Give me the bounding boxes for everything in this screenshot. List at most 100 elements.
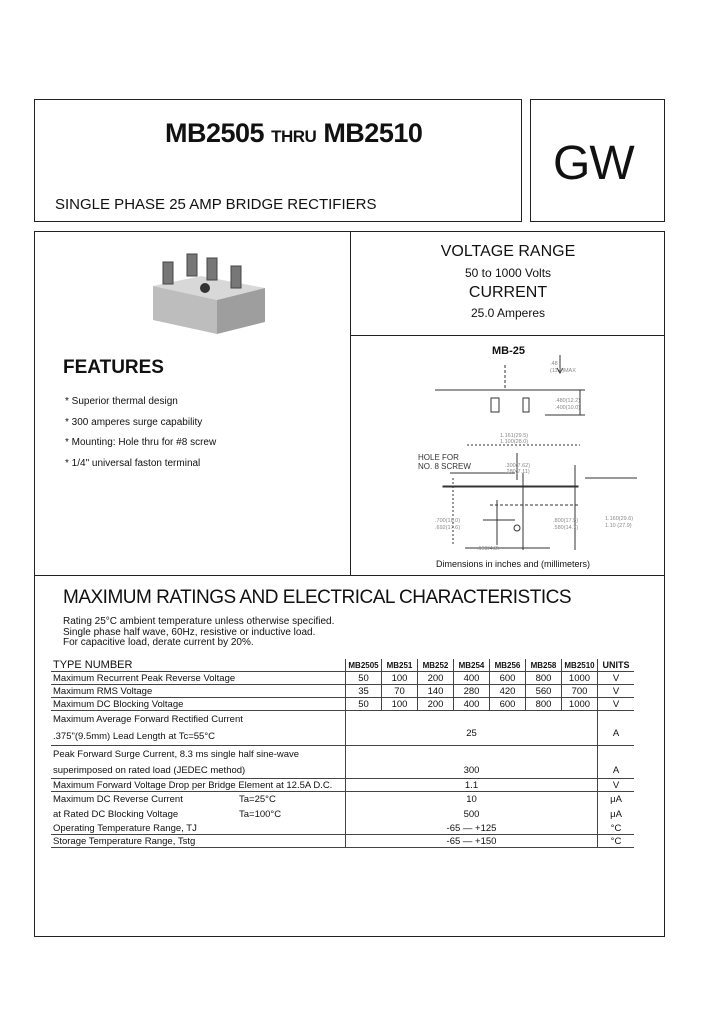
col-mb252: MB252 xyxy=(417,659,454,672)
ir-label-1: Maximum DC Reverse Current xyxy=(53,794,183,805)
row-label: Operating Temperature Range, TJ xyxy=(51,822,346,835)
current-title: CURRENT xyxy=(468,284,548,301)
cell-unit: V xyxy=(597,671,634,685)
cell-value: 1000 xyxy=(561,671,598,685)
svg-text:(11.9)MAX: (11.9)MAX xyxy=(550,368,576,374)
cell-value: 400 xyxy=(453,671,490,685)
table-row: Maximum Recurrent Peak Reverse Voltage 5… xyxy=(51,671,634,685)
svg-text:.48: .48 xyxy=(550,361,558,367)
feature-item: * Mounting: Hole thru for #8 screw xyxy=(65,437,217,448)
cell-blank xyxy=(597,710,634,728)
vertical-divider xyxy=(350,232,351,575)
col-mb254: MB254 xyxy=(453,659,490,672)
row-label: Peak Forward Surge Current, 8.3 ms singl… xyxy=(53,749,300,760)
row-label: superimposed on rated load (JEDEC method… xyxy=(51,763,346,779)
dimensions-note: Dimensions in inches and (millimeters) xyxy=(436,559,591,569)
part-to: MB2510 xyxy=(323,118,423,148)
part-from: MB2505 xyxy=(165,118,265,148)
ir-condition-1: Ta=25°C xyxy=(239,794,276,805)
svg-text:.700(18.0): .700(18.0) xyxy=(435,518,460,524)
spec-divider xyxy=(350,335,665,336)
cell-unit: V xyxy=(597,697,634,711)
feature-item: * Superior thermal design xyxy=(65,396,178,407)
voltage-range-title: VOLTAGE RANGE xyxy=(440,243,576,260)
table-row: Maximum RMS Voltage 35 70 140 280 420 56… xyxy=(51,684,634,698)
cell-value: 50 xyxy=(345,671,382,685)
feature-item: * 1/4" universal faston terminal xyxy=(65,458,201,469)
hole-label-line2: NO. 8 SCREW xyxy=(418,462,471,471)
col-mb251: MB251 xyxy=(381,659,418,672)
ir-label-2: at Rated DC Blocking Voltage xyxy=(53,809,179,820)
cell-value: 280 xyxy=(453,684,490,698)
cell-unit: μA xyxy=(597,791,634,807)
row-label: Maximum Recurrent Peak Reverse Voltage xyxy=(51,671,346,685)
table-row: Maximum DC Blocking Voltage 50 100 200 4… xyxy=(51,697,634,711)
row-label: Maximum DC Blocking Voltage xyxy=(51,697,346,711)
features-title: FEATURES xyxy=(63,357,164,378)
svg-text:1.100(28.0): 1.100(28.0) xyxy=(500,439,528,445)
cell-unit: V xyxy=(597,778,634,792)
logo-box: GW xyxy=(530,99,665,222)
svg-text:1.160(29.6): 1.160(29.6) xyxy=(605,516,633,522)
ratings-title: MAXIMUM RATINGS AND ELECTRICAL CHARACTER… xyxy=(63,587,572,608)
cell-value: 10 xyxy=(345,791,598,807)
ratings-table: TYPE NUMBER MB2505 MB251 MB252 MB254 MB2… xyxy=(51,659,634,848)
cell-blank xyxy=(345,710,598,728)
svg-text:1.161(29.5): 1.161(29.5) xyxy=(500,433,528,439)
cell-value: 140 xyxy=(417,684,454,698)
header-box: MB2505 THRU MB2510 SINGLE PHASE 25 AMP B… xyxy=(34,99,522,222)
col-mb258: MB258 xyxy=(525,659,562,672)
svg-text:.580(14.7): .580(14.7) xyxy=(553,525,578,531)
col-mb256: MB256 xyxy=(489,659,526,672)
col-mb2510: MB2510 xyxy=(561,659,598,672)
svg-text:.190(4.8): .190(4.8) xyxy=(477,546,499,550)
section-divider xyxy=(35,575,665,576)
table-row: Peak Forward Surge Current, 8.3 ms singl… xyxy=(51,745,634,763)
cell-value: 200 xyxy=(417,697,454,711)
table-row: Storage Temperature Range, Tstg -65 — +1… xyxy=(51,834,634,848)
cell-value: 25 xyxy=(345,728,598,746)
table-row: Maximum DC Reverse Current Ta=25°C 10 μA xyxy=(51,791,634,807)
svg-text:.280(7.11): .280(7.11) xyxy=(505,469,530,475)
hole-label-line1: HOLE FOR xyxy=(418,453,459,462)
col-mb2505: MB2505 xyxy=(345,659,382,672)
table-row: Operating Temperature Range, TJ -65 — +1… xyxy=(51,822,634,835)
cell-value: 70 xyxy=(381,684,418,698)
table-row: superimposed on rated load (JEDEC method… xyxy=(51,763,634,779)
svg-text:.800(17.5): .800(17.5) xyxy=(553,518,578,524)
cell-value: 200 xyxy=(417,671,454,685)
cell-value: 500 xyxy=(345,807,598,822)
current-value: 25.0 Amperes xyxy=(470,306,546,320)
table-row: at Rated DC Blocking Voltage Ta=100°C 50… xyxy=(51,807,634,822)
cell-value: 50 xyxy=(345,697,382,711)
cell-unit: °C xyxy=(597,822,634,835)
cell-value: 600 xyxy=(489,697,526,711)
table-row: Maximum Forward Voltage Drop per Bridge … xyxy=(51,778,634,792)
outline-drawing: .48 (11.9)MAX .480(12.2) .400(10.0) 1.16… xyxy=(435,355,637,550)
cell-value: 1000 xyxy=(561,697,598,711)
page-title: MB2505 THRU MB2510 xyxy=(165,118,423,149)
voltage-range-value: 50 to 1000 Volts xyxy=(464,266,552,280)
svg-text:.300(7.62): .300(7.62) xyxy=(505,463,530,469)
row-label: Storage Temperature Range, Tstg xyxy=(51,834,346,848)
cell-value: 600 xyxy=(489,671,526,685)
row-label: Maximum Average Forward Rectified Curren… xyxy=(53,714,243,725)
cell-value: 700 xyxy=(561,684,598,698)
table-row: Maximum Average Forward Rectified Curren… xyxy=(51,710,634,728)
cell-unit: V xyxy=(597,684,634,698)
cell-value: -65 — +125 xyxy=(345,822,598,835)
cell-value: 35 xyxy=(345,684,382,698)
col-type-number: TYPE NUMBER xyxy=(51,659,346,672)
cell-unit: A xyxy=(597,728,634,746)
row-label: Maximum RMS Voltage xyxy=(51,684,346,698)
col-units: UNITS xyxy=(597,659,634,672)
cell-value: 800 xyxy=(525,671,562,685)
hole-label: HOLE FOR NO. 8 SCREW xyxy=(418,453,471,471)
cell-value: 560 xyxy=(525,684,562,698)
cell-blank xyxy=(345,745,598,763)
svg-text:.480(12.2): .480(12.2) xyxy=(555,398,580,404)
rating-note: For capacitive load, derate current by 2… xyxy=(63,637,254,648)
cell-blank xyxy=(597,745,634,763)
cell-value: 300 xyxy=(345,763,598,779)
cell-value: 100 xyxy=(381,671,418,685)
